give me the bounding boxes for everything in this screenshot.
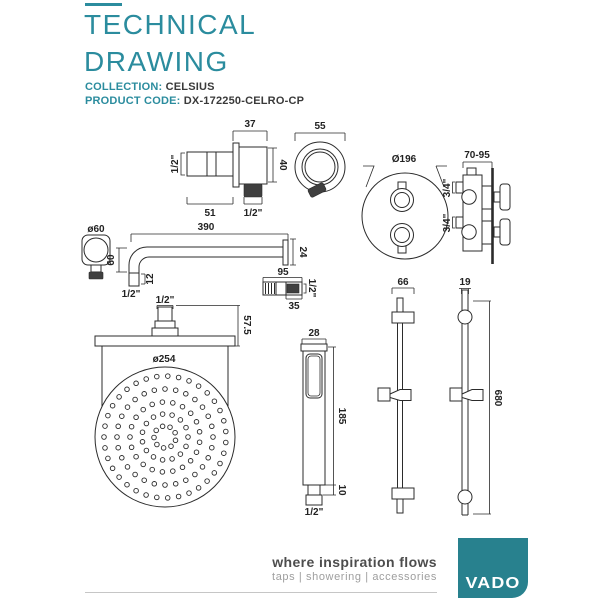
dim-label: ø60 (87, 224, 105, 235)
arm-flange-front-view: ø60 (81, 224, 111, 280)
footer-subline: taps | showering | accessories (272, 571, 437, 583)
dim-label: Ø196 (392, 154, 417, 165)
dim-label: 185 (336, 408, 347, 425)
dim-label: 680 (492, 390, 503, 407)
dim-label: 390 (198, 222, 215, 233)
dim-label: 37 (244, 119, 256, 130)
dim-label: 55 (314, 121, 326, 132)
dim-label: 10 (336, 484, 347, 496)
collection-value: CELSIUS (165, 81, 215, 93)
spray-holes (101, 373, 229, 501)
dim-label: 24 (297, 246, 308, 258)
dim-label: 1/2" (306, 279, 317, 298)
footer-tagline: where inspiration flows (272, 554, 437, 570)
union-connector-view: 95 35 1/2" (262, 267, 317, 312)
product-code-row: PRODUCT CODE: DX-172250-CELRO-CP (85, 95, 304, 107)
page-title: TECHNICAL DRAWING (84, 6, 256, 80)
product-code-value: DX-172250-CELRO-CP (183, 95, 305, 107)
title-line1: TECHNICAL (84, 9, 257, 40)
dim-label: 28 (308, 328, 320, 339)
dim-label: 1/2" (156, 295, 175, 306)
dim-label: 60 (106, 254, 117, 266)
dim-label: 57.5 (241, 315, 252, 335)
dim-label: 66 (397, 277, 409, 288)
arm-side-view: 390 60 12 1/2" 24 (106, 222, 308, 300)
handset-view: 28 185 10 1/2" (300, 328, 347, 518)
title-line2: DRAWING (84, 46, 229, 77)
accent-bar (85, 3, 122, 6)
dim-label: 95 (277, 267, 289, 278)
dim-label: 35 (288, 301, 300, 312)
dim-label: 12 (145, 273, 156, 285)
dim-label: 1/2" (122, 289, 141, 300)
dim-label: 1/2" (244, 208, 263, 219)
product-code-label: PRODUCT CODE: (85, 95, 181, 107)
outlet-side-view: 37 51 1/2" 1/2" 40 (170, 119, 288, 219)
slide-rail-side-view: 66 (377, 277, 415, 514)
dim-label: 1/2" (170, 154, 181, 173)
dim-label: 70-95 (464, 150, 490, 161)
dim-label: 3/4" (442, 178, 453, 197)
shower-head-view: 1/2" 57.5 ø254 (94, 295, 252, 508)
footer-divider (85, 592, 437, 593)
collection-row: COLLECTION: CELSIUS (85, 81, 215, 93)
dim-label: 19 (459, 277, 471, 288)
valve-side-view: 70-95 3/4" 3/4" (442, 150, 511, 264)
outlet-front-view: 55 (294, 121, 346, 198)
valve-front-view: Ø196 (361, 154, 449, 260)
dim-label: 1/2" (305, 507, 324, 518)
dim-label: ø254 (153, 354, 176, 365)
collection-label: COLLECTION: (85, 81, 163, 93)
vado-logo-text: VADO (465, 575, 521, 592)
dim-label: 51 (204, 208, 216, 219)
slide-rail-front-view: 19 680 (449, 277, 503, 516)
dim-label: 3/4" (442, 213, 453, 232)
vado-logo: VADO (458, 538, 528, 598)
dim-label: 40 (277, 159, 288, 171)
